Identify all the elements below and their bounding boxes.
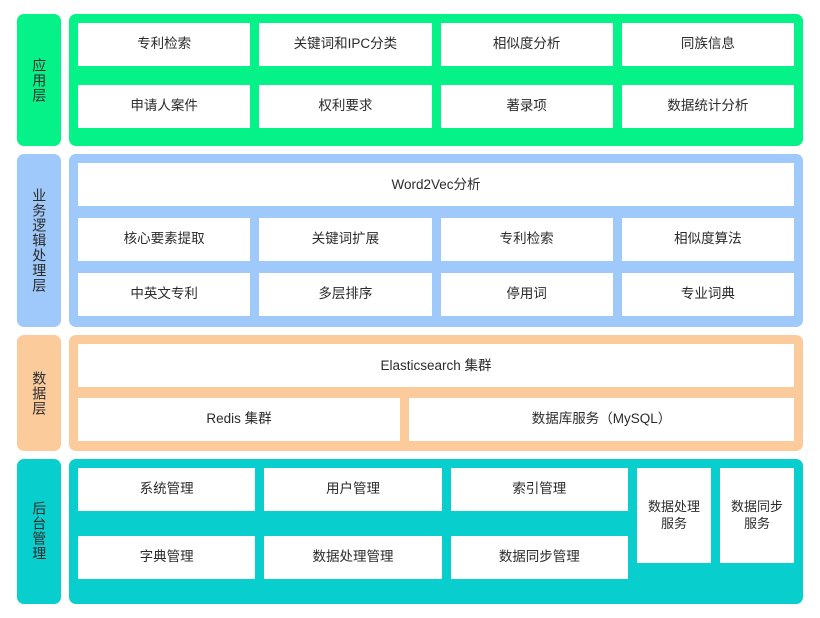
card-data-processing-service[interactable]: 数据处理 服务: [637, 467, 711, 563]
admin-body: 系统管理 用户管理 索引管理 字典管理 数据处理管理 数据同步管理 数据处理 服…: [78, 467, 794, 595]
layer-label-data: 数据层: [17, 335, 61, 451]
card-claims[interactable]: 权利要求: [259, 84, 432, 128]
layer-label-text: 业务逻辑处理层: [31, 188, 48, 294]
card-row: 系统管理 用户管理 索引管理: [78, 467, 628, 527]
card-stopwords[interactable]: 停用词: [440, 272, 613, 316]
layer-label-text: 数据层: [31, 370, 48, 416]
admin-management-grid: 系统管理 用户管理 索引管理 字典管理 数据处理管理 数据同步管理: [78, 467, 628, 595]
card-row: Redis 集群 数据库服务（MySQL）: [78, 397, 794, 442]
card-chinese-english-patent[interactable]: 中英文专利: [78, 272, 251, 316]
layer-application: 应用层 专利检索 关键词和IPC分类 相似度分析 同族信息 申请人案件 权利要求…: [17, 14, 803, 147]
layer-label-business-logic: 业务逻辑处理层: [17, 154, 61, 328]
card-patent-search[interactable]: 专利检索: [440, 217, 613, 261]
card-elasticsearch-cluster[interactable]: Elasticsearch 集群: [78, 344, 794, 388]
card-redis-cluster[interactable]: Redis 集群: [78, 397, 400, 441]
layer-panel-application: 专利检索 关键词和IPC分类 相似度分析 同族信息 申请人案件 权利要求 著录项…: [69, 14, 803, 147]
layer-admin: 后台管理 系统管理 用户管理 索引管理 字典管理 数据处理管理 数据同步管理: [17, 458, 803, 604]
card-similarity-algorithm[interactable]: 相似度算法: [621, 217, 794, 261]
card-row-banner: Word2Vec分析: [78, 163, 794, 209]
card-word2vec-analysis[interactable]: Word2Vec分析: [78, 163, 794, 207]
card-database-service-mysql[interactable]: 数据库服务（MySQL）: [409, 397, 794, 441]
card-data-sync-service[interactable]: 数据同步 服务: [720, 467, 794, 563]
layer-label-text: 后台管理: [31, 501, 48, 562]
card-row: 字典管理 数据处理管理 数据同步管理: [78, 535, 628, 595]
card-statistical-analysis[interactable]: 数据统计分析: [621, 84, 794, 128]
card-index-management[interactable]: 索引管理: [450, 467, 628, 511]
card-multilayer-ranking[interactable]: 多层排序: [259, 272, 432, 316]
layer-business-logic: 业务逻辑处理层 Word2Vec分析 核心要素提取 关键词扩展 专利检索 相似度…: [17, 154, 803, 328]
card-patent-search[interactable]: 专利检索: [78, 23, 251, 66]
card-row: 核心要素提取 关键词扩展 专利检索 相似度算法: [78, 217, 794, 264]
card-family-info[interactable]: 同族信息: [621, 23, 794, 66]
card-applicant-case[interactable]: 申请人案件: [78, 84, 251, 128]
layer-panel-admin: 系统管理 用户管理 索引管理 字典管理 数据处理管理 数据同步管理 数据处理 服…: [69, 458, 803, 604]
card-keyword-ipc-classification[interactable]: 关键词和IPC分类: [259, 23, 432, 66]
layer-label-application: 应用层: [17, 14, 61, 147]
card-dictionary-management[interactable]: 字典管理: [78, 535, 256, 579]
card-core-element-extraction[interactable]: 核心要素提取: [78, 217, 251, 261]
layer-data: 数据层 Elasticsearch 集群 Redis 集群 数据库服务（MySQ…: [17, 335, 803, 451]
layer-label-text: 应用层: [31, 57, 48, 103]
card-row: 中英文专利 多层排序 停用词 专业词典: [78, 272, 794, 319]
admin-service-group: 数据处理 服务 数据同步 服务: [637, 467, 794, 595]
card-keyword-expansion[interactable]: 关键词扩展: [259, 217, 432, 261]
card-similarity-analysis[interactable]: 相似度分析: [440, 23, 613, 66]
card-data-processing-management[interactable]: 数据处理管理: [264, 535, 442, 579]
card-row-banner: Elasticsearch 集群: [78, 344, 794, 388]
card-domain-dictionary[interactable]: 专业词典: [621, 272, 794, 316]
layer-panel-data: Elasticsearch 集群 Redis 集群 数据库服务（MySQL）: [69, 335, 803, 451]
card-user-management[interactable]: 用户管理: [264, 467, 442, 511]
card-data-sync-management[interactable]: 数据同步管理: [450, 535, 628, 579]
card-row: 申请人案件 权利要求 著录项 数据统计分析: [78, 84, 794, 138]
card-row: 专利检索 关键词和IPC分类 相似度分析 同族信息: [78, 23, 794, 76]
layer-label-admin: 后台管理: [17, 458, 61, 604]
card-system-management[interactable]: 系统管理: [78, 467, 256, 511]
layer-panel-business-logic: Word2Vec分析 核心要素提取 关键词扩展 专利检索 相似度算法 中英文专利…: [69, 154, 803, 328]
card-bibliographic-item[interactable]: 著录项: [440, 84, 613, 128]
